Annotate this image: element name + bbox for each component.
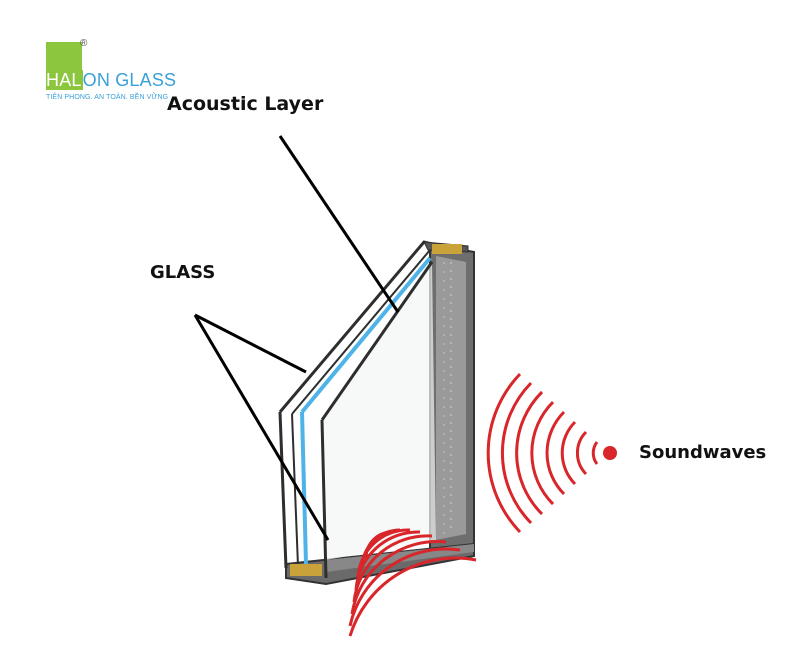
middle-glass-edge (291, 249, 431, 415)
acoustic-layer-label: Acoustic Layer (167, 93, 324, 115)
desiccant-bottom (290, 564, 322, 576)
desiccant-top (432, 244, 462, 254)
muffled-wave-5 (352, 534, 433, 603)
middle-glass-side (291, 413, 299, 567)
soundwaves-right (486, 372, 617, 534)
soundwave-arc-8 (486, 372, 522, 534)
muffled-wave-4 (354, 530, 421, 591)
acoustic-layer-pointer (278, 135, 400, 313)
soundwave-arc-5 (530, 400, 555, 506)
logo-wordmark: HALON GLASS (46, 70, 176, 91)
outer-glass-side (278, 411, 288, 569)
acoustic-layer-top (300, 256, 432, 414)
muffled-wave-3 (356, 528, 411, 579)
inner-glass-pane (322, 262, 436, 560)
muffled-wave-7 (348, 547, 461, 627)
logo-registered-mark: ® (80, 38, 88, 49)
logo-tagline: TIÊN PHONG. AN TOÀN. BỀN VỮNG (46, 94, 169, 101)
acoustic-layer-side (300, 411, 308, 565)
glass-pointer-lower (193, 314, 330, 541)
inner-glass-edge (320, 261, 434, 421)
soundwave-arc-1 (591, 441, 599, 465)
logo: ® HALON GLASS TIÊN PHONG. AN TOÀN. BỀN V… (44, 38, 184, 108)
soundwaves-label: Soundwaves (639, 442, 767, 463)
muffled-wave-6 (350, 540, 447, 615)
glass-label: GLASS (150, 262, 216, 283)
soundwave-arc-4 (545, 410, 566, 496)
logo-brand-part1: HAL (46, 70, 83, 90)
soundwaves-left (348, 528, 477, 637)
soundwave-arc-3 (560, 420, 577, 486)
muffled-wave-8 (348, 556, 477, 637)
soundwave-arc-7 (500, 381, 533, 525)
soundwave-arc-6 (515, 390, 544, 516)
logo-brand-part2: ON GLASS (82, 70, 177, 90)
inner-glass-side (320, 419, 328, 579)
glass-pointer-upper (194, 313, 307, 374)
soundwave-arc-2 (575, 430, 588, 476)
sound-source-dot (603, 446, 617, 460)
